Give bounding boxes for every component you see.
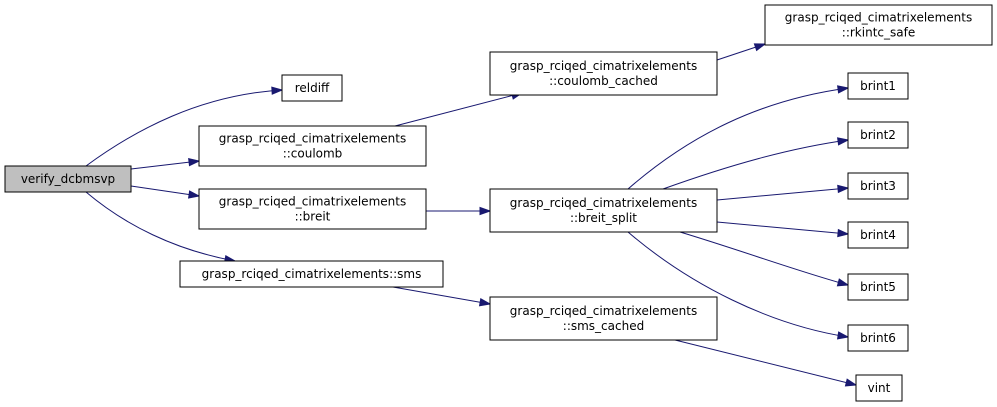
arrowhead (271, 86, 284, 95)
arrowhead (837, 137, 850, 146)
edge-line (627, 231, 849, 338)
node-box (489, 188, 718, 233)
node-label-line: brint1 (860, 79, 896, 93)
node-label-line: grasp_rciqed_cimatrixelements (785, 11, 972, 25)
node-box (179, 260, 444, 288)
edge-line (679, 231, 849, 286)
node-breit[interactable]: grasp_rciqed_cimatrixelements::breit (198, 188, 427, 230)
node-label-line: brint3 (860, 179, 896, 193)
node-brint6[interactable]: brint6 (847, 324, 909, 352)
edge-line (394, 92, 523, 127)
node-label-line: ::coulomb_cached (549, 74, 658, 88)
edge-line (392, 286, 491, 305)
node-label-line: reldiff (295, 81, 330, 95)
edge-line (85, 89, 283, 167)
node-label-line: ::coulomb (283, 147, 343, 161)
node-brint1[interactable]: brint1 (847, 72, 909, 100)
arrowhead (479, 206, 492, 216)
edge-line (130, 160, 200, 170)
node-rkintc[interactable]: grasp_rciqed_cimatrixelements::rkintc_sa… (764, 4, 993, 46)
node-box (198, 125, 427, 167)
node-box (847, 72, 909, 100)
edge-breit_split-to-brint2 (662, 137, 850, 190)
edge-verify-to-coulomb (130, 158, 201, 170)
arrowhead (478, 298, 492, 307)
edge-breit_split-to-brint5 (679, 231, 850, 287)
node-brint5[interactable]: brint5 (847, 273, 909, 301)
node-box (489, 296, 718, 341)
node-box (281, 74, 343, 102)
node-box (764, 4, 993, 46)
arrowhead (837, 184, 850, 194)
arrowhead (844, 378, 858, 387)
node-label-line: ::breit (295, 210, 331, 224)
node-sms[interactable]: grasp_rciqed_cimatrixelements::sms (179, 260, 444, 288)
node-box (855, 374, 903, 402)
node-brint4[interactable]: brint4 (847, 221, 909, 249)
edge-layer (85, 43, 858, 387)
node-box (847, 324, 909, 352)
node-label-line: grasp_rciqed_cimatrixelements (219, 195, 406, 209)
edge-line (130, 185, 200, 197)
node-box (489, 51, 718, 96)
edge-line (674, 339, 857, 386)
node-label-line: brint6 (860, 331, 896, 345)
node-label-line: grasp_rciqed_cimatrixelements (510, 59, 697, 73)
node-verify: verify_dcbmsvp (4, 165, 132, 193)
node-label-line: brint4 (860, 228, 896, 242)
arrowhead (188, 158, 201, 167)
node-label-line: vint (868, 381, 891, 395)
node-box (847, 221, 909, 249)
node-box (847, 172, 909, 200)
node-label-line: ::rkintc_safe (842, 26, 915, 40)
node-coulomb-cached[interactable]: grasp_rciqed_cimatrixelements::coulomb_c… (489, 51, 718, 96)
edge-line (627, 87, 849, 190)
edge-verify-to-reldiff (85, 86, 284, 167)
node-box (198, 188, 427, 230)
arrowhead (753, 43, 767, 52)
node-brint2[interactable]: brint2 (847, 121, 909, 149)
node-sms-cached[interactable]: grasp_rciqed_cimatrixelements::sms_cache… (489, 296, 718, 341)
edge-line (716, 221, 849, 235)
node-layer: verify_dcbmsvp reldiff grasp_rciqed_cimatr… (4, 4, 993, 402)
edge-breit_split-to-brint4 (716, 221, 850, 238)
node-label-line: verify_dcbmsvp (21, 172, 115, 186)
edge-coulomb_cached-to-rkintc (716, 43, 767, 61)
node-brint3[interactable]: brint3 (847, 172, 909, 200)
node-box (847, 273, 909, 301)
edge-coulomb-to-coulomb_cached (394, 91, 524, 127)
edge-sms-to-sms_cached (392, 286, 492, 307)
node-label-line: brint5 (860, 280, 896, 294)
edge-line (716, 187, 849, 201)
arrowhead (187, 190, 201, 199)
edge-breit_split-to-brint3 (716, 184, 850, 201)
node-reldiff[interactable]: reldiff (281, 74, 343, 102)
arrowhead (837, 85, 850, 94)
node-label-line: brint2 (860, 128, 896, 142)
node-coulomb[interactable]: grasp_rciqed_cimatrixelements::coulomb (198, 125, 427, 167)
node-label-line: grasp_rciqed_cimatrixelements (510, 304, 697, 318)
node-label-line: ::breit_split (570, 211, 637, 225)
node-box (847, 121, 909, 149)
edge-verify-to-breit (130, 185, 201, 199)
node-vint[interactable]: vint (855, 374, 903, 402)
edge-sms_cached-to-vint (674, 339, 858, 387)
node-breit-split[interactable]: grasp_rciqed_cimatrixelements::breit_spl… (489, 188, 718, 233)
edge-breit_split-to-brint1 (627, 85, 850, 190)
arrowhead (836, 278, 850, 287)
node-box (4, 165, 132, 193)
edge-line (85, 191, 236, 262)
edge-breit-to-breit_split (426, 206, 492, 216)
arrowhead (837, 228, 850, 238)
edge-line (662, 139, 849, 190)
node-label-line: grasp_rciqed_cimatrixelements (219, 132, 406, 146)
edge-breit_split-to-brint6 (627, 231, 850, 340)
node-label-line: ::sms_cached (563, 319, 644, 333)
node-label-line: grasp_rciqed_cimatrixelements::sms (202, 267, 422, 281)
node-label-line: grasp_rciqed_cimatrixelements (510, 196, 697, 210)
arrowhead (836, 331, 850, 340)
